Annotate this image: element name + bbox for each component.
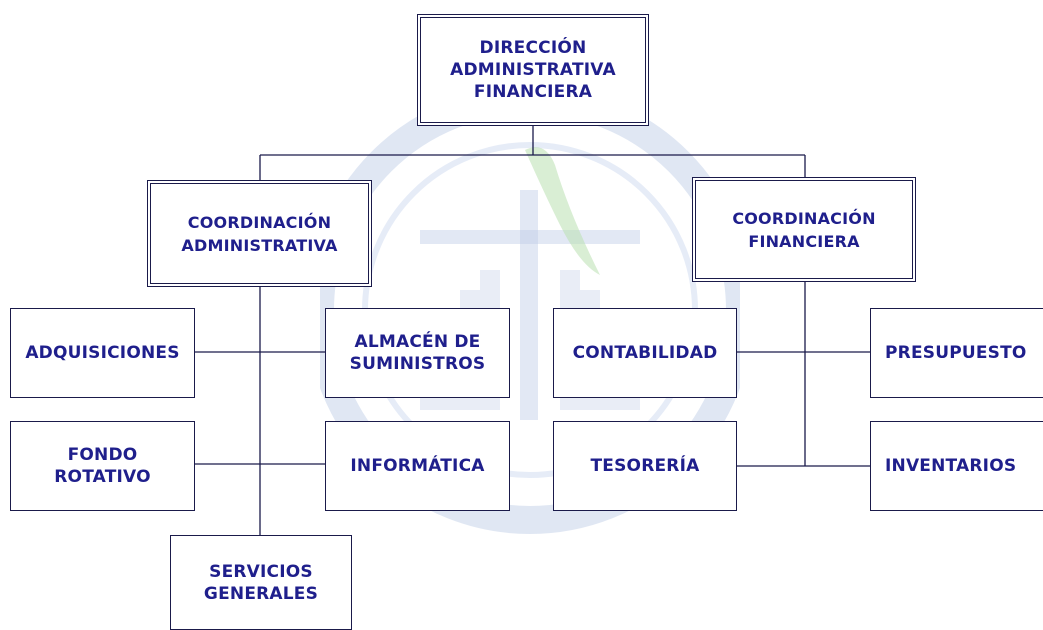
node-label: ALMACÉN DE SUMINISTROS [349, 332, 486, 374]
node-informatica: INFORMÁTICA [325, 421, 510, 511]
node-coordinacion-administrativa: COORDINACIÓN ADMINISTRATIVA [147, 180, 372, 287]
node-tesoreria: TESORERÍA [553, 421, 737, 511]
node-label: PRESUPUESTO [885, 343, 1027, 363]
watermark-scale-beam [420, 230, 640, 244]
node-label: INFORMÁTICA [350, 456, 485, 476]
node-contabilidad: CONTABILIDAD [553, 308, 737, 398]
node-label: DIRECCIÓN ADMINISTRATIVA FINANCIERA [450, 38, 616, 102]
node-label: ADQUISICIONES [25, 343, 180, 363]
node-direccion-administrativa-financiera: DIRECCIÓN ADMINISTRATIVA FINANCIERA [417, 14, 649, 126]
node-almacen-de-suministros: ALMACÉN DE SUMINISTROS [325, 308, 510, 398]
node-inventarios: INVENTARIOS [870, 421, 1043, 511]
watermark-quetzal [525, 147, 600, 275]
node-adquisiciones: ADQUISICIONES [10, 308, 195, 398]
node-label: COORDINACIÓN FINANCIERA [732, 208, 876, 251]
watermark-scale-post [520, 190, 538, 420]
node-coordinacion-financiera: COORDINACIÓN FINANCIERA [692, 177, 916, 282]
node-label: COORDINACIÓN ADMINISTRATIVA [181, 212, 338, 255]
node-presupuesto: PRESUPUESTO [870, 308, 1043, 398]
node-label: INVENTARIOS [885, 456, 1017, 476]
node-label: CONTABILIDAD [572, 343, 718, 363]
node-label: TESORERÍA [590, 456, 700, 476]
node-label: FONDO ROTATIVO [54, 445, 151, 487]
node-servicios-generales: SERVICIOS GENERALES [170, 535, 352, 630]
node-label: SERVICIOS GENERALES [203, 561, 319, 604]
node-fondo-rotativo: FONDO ROTATIVO [10, 421, 195, 511]
